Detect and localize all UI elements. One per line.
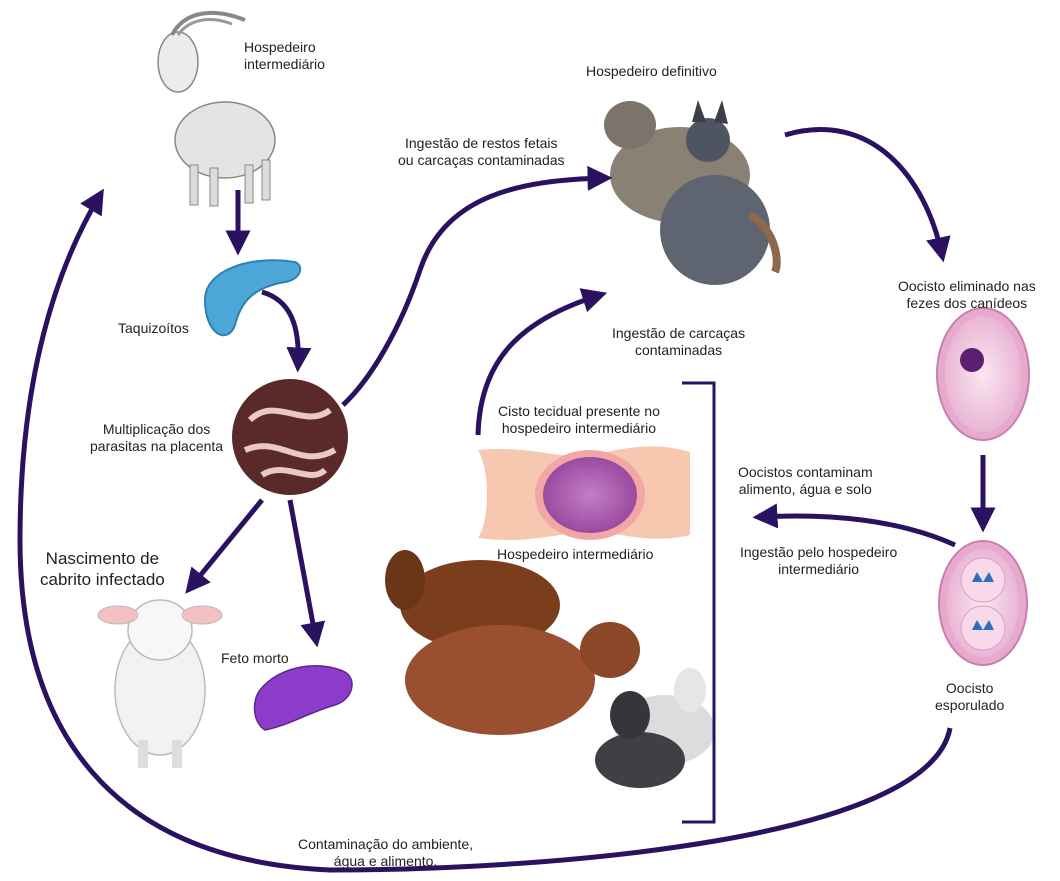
label-oocyst-eliminated: Oocisto eliminado nas fezes dos canídeos (898, 278, 1036, 312)
label-goat-host: Hospedeiro intermediário (244, 39, 325, 73)
label-definitive-host: Hospedeiro definitivo (586, 63, 717, 80)
arrow-placenta-to-fetus (290, 500, 316, 640)
arrow-tachyzoite-to-placenta (262, 292, 298, 365)
canids-illustration (604, 100, 777, 285)
label-tachyzoites: Taquizoítos (118, 320, 189, 337)
unsporulated-oocyst-illustration (937, 308, 1029, 440)
label-sporulated: Oocisto esporulado (935, 680, 1004, 714)
dead-fetus-illustration (255, 666, 353, 730)
label-ingest-by-host: Ingestão pelo hospedeiro intermediário (740, 544, 897, 578)
label-tissue-cyst: Cisto tecidual presente no hospedeiro in… (498, 403, 660, 437)
label-ingest-carcass: Ingestão de carcaças contaminadas (612, 325, 745, 359)
sporulated-oocyst-illustration (939, 541, 1027, 665)
intermediate-hosts-illustration (385, 550, 715, 788)
tissue-cyst-illustration (478, 446, 690, 540)
label-intermediate-host: Hospedeiro intermediário (497, 546, 653, 563)
arrow-canids-to-oocyst (785, 130, 942, 255)
arrow-sporulated-to-intermediate (760, 516, 955, 545)
arrow-placenta-to-kid (190, 500, 262, 588)
label-environment: Contaminação do ambiente, água e aliment… (298, 836, 473, 870)
label-oocysts-contaminate: Oocistos contaminam alimento, água e sol… (738, 464, 873, 498)
label-ingest-fetal: Ingestão de restos fetais ou carcaças co… (398, 135, 565, 169)
label-multiplication: Multiplicação dos parasitas na placenta (90, 421, 223, 455)
label-birth: Nascimento de cabrito infectado (40, 548, 165, 590)
infected-kid-illustration (98, 600, 222, 768)
label-dead-fetus: Feto morto (221, 650, 289, 667)
arrow-placenta-to-canids (343, 178, 605, 405)
placenta-illustration (232, 379, 348, 495)
tachyzoite-illustration (205, 260, 300, 335)
